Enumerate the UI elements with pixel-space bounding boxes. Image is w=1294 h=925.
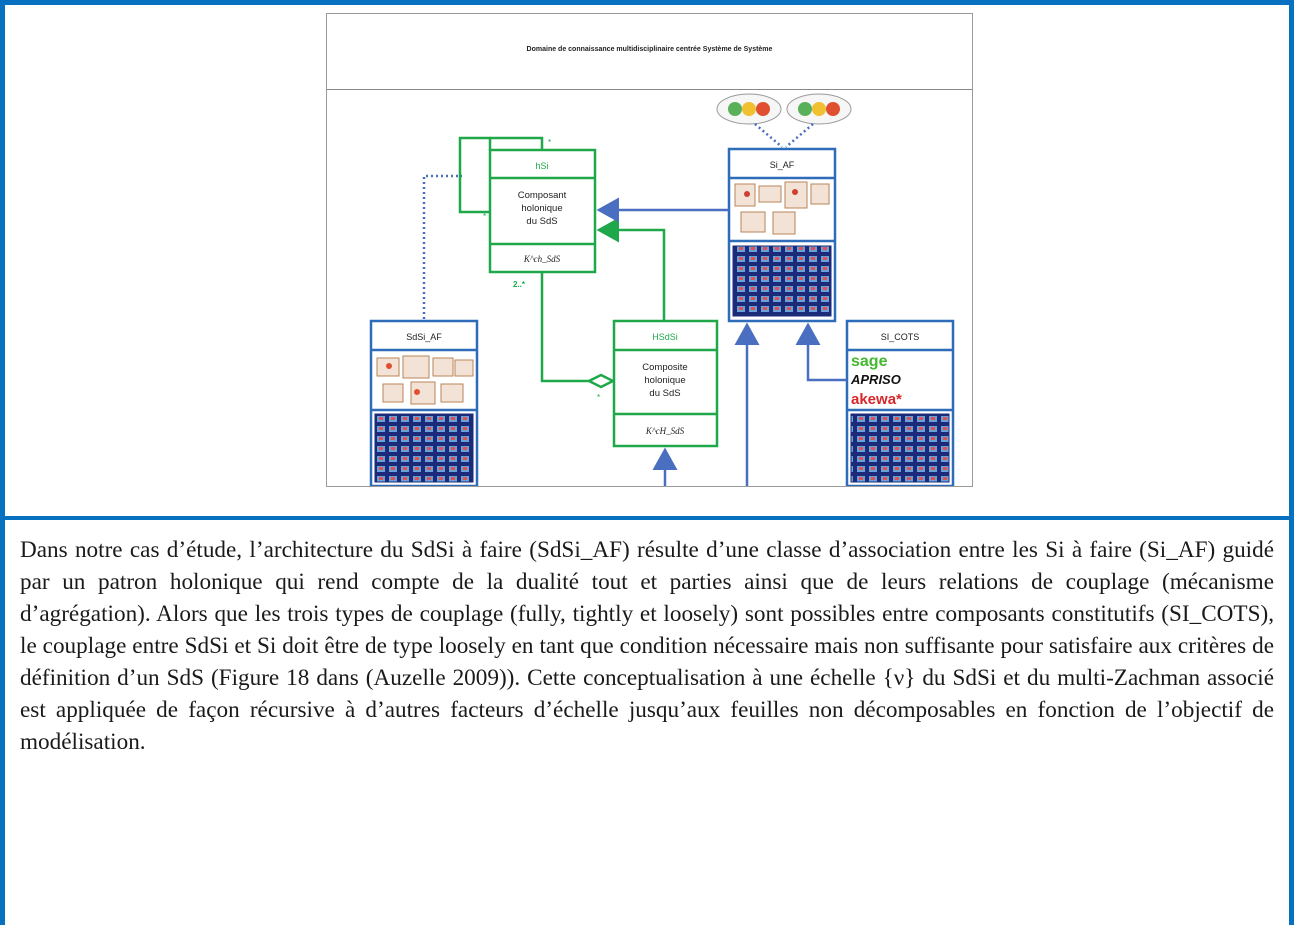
si-cots-zachman-grid <box>850 413 950 483</box>
svg-text:du SdS: du SdS <box>526 216 557 227</box>
hsdsi-header: HSdSi <box>652 332 678 342</box>
sdsi-af-class-box: SdSi_AF <box>369 319 479 486</box>
si-af-class-box: Si_AF <box>727 147 837 323</box>
self-association <box>458 136 492 214</box>
sdsi-af-process-diagram <box>376 355 474 405</box>
title-divider <box>327 89 972 90</box>
akewa-logo: akewa* <box>851 391 902 408</box>
svg-text:*: * <box>597 393 600 402</box>
figure-cell <box>0 0 1294 520</box>
svg-text:*: * <box>548 138 551 147</box>
si-af-header: Si_AF <box>770 160 795 170</box>
svg-text:Composite: Composite <box>642 362 687 373</box>
caption-cell <box>0 520 1294 925</box>
svg-text:holonique: holonique <box>521 203 562 214</box>
sdsi-af-zachman-grid <box>374 413 474 483</box>
hsdsi-knowledge-label: K^cH_SdS <box>645 426 685 436</box>
aggregation-diamond <box>586 373 616 389</box>
figure-caption: Dans notre cas d’étude, l’architecture d… <box>20 537 1274 755</box>
uml-diagram: hSi Composant holonique du SdS K^ch_SdS … <box>369 93 955 486</box>
hsi-class-box: hSi Composant holonique du SdS K^ch_SdS <box>488 148 597 274</box>
si-cots-class-box: SI_COTS sage APRISO akewa* <box>845 319 955 486</box>
hsi-knowledge-label: K^ch_SdS <box>523 254 561 264</box>
sage-logo: sage <box>851 353 888 370</box>
svg-text:2..*: 2..* <box>513 280 526 289</box>
hsdsi-class-box: HSdSi Composite holonique du SdS K^cH_Sd… <box>612 319 719 448</box>
hsi-header: hSi <box>535 161 548 171</box>
inheritance-line <box>596 217 666 321</box>
figure-title: Domaine de connaissance multidisciplinai… <box>526 46 773 53</box>
aggregation-line <box>540 272 589 383</box>
svg-text:*: * <box>483 212 486 221</box>
svg-text:du SdS: du SdS <box>649 388 680 399</box>
ontology-bubbles <box>716 93 852 148</box>
sdsi-af-header: SdSi_AF <box>406 332 442 342</box>
si-cots-header: SI_COTS <box>881 332 920 342</box>
svg-text:Composant: Composant <box>518 190 567 201</box>
figure: Domaine de connaissance multidisciplinai… <box>326 13 973 487</box>
svg-text:holonique: holonique <box>644 375 685 386</box>
association-class-link <box>422 174 462 319</box>
si-af-zachman-grid <box>732 245 832 317</box>
si-af-process-diagram <box>734 181 830 235</box>
cots-generalization-arrow <box>795 322 847 382</box>
apriso-logo: APRISO <box>850 372 901 387</box>
sdsi-to-si-arrow <box>422 322 760 486</box>
